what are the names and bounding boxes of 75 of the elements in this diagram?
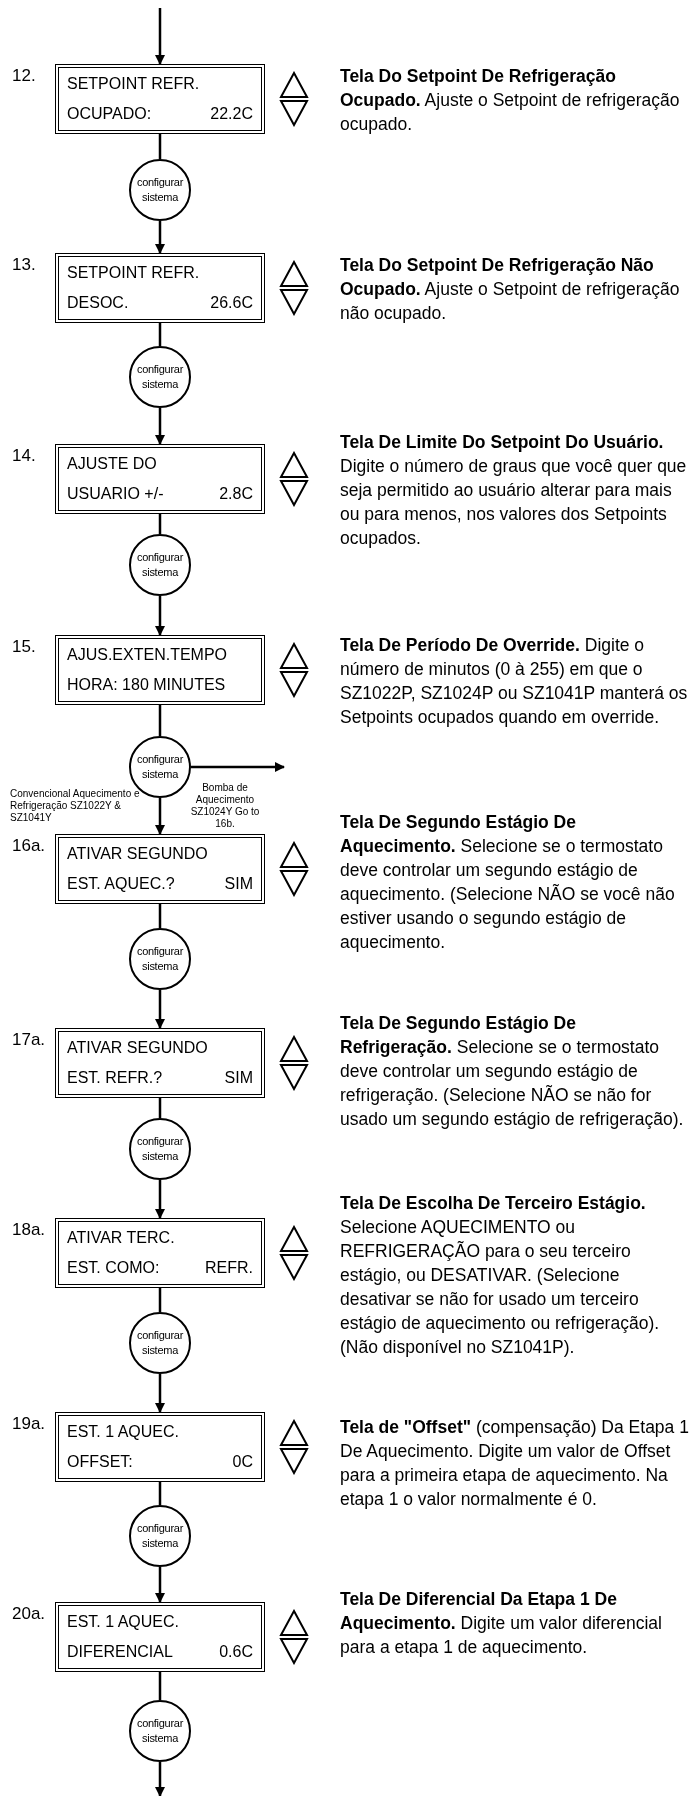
display-line: ATIVAR TERC. — [67, 1228, 176, 1248]
arrow — [155, 8, 165, 65]
arrow — [155, 408, 165, 445]
display-line: 22.2C — [210, 104, 253, 124]
arrow — [155, 1180, 165, 1219]
display-line: DESOC. — [67, 293, 129, 313]
display-line: ATIVAR SEGUNDO — [67, 844, 209, 864]
arrow — [155, 1374, 165, 1413]
arrow — [155, 221, 165, 254]
display-line: OCUPADO: — [67, 104, 152, 124]
edge-label: Bomba de Aquecimento SZ1024Y Go to 16b. — [190, 782, 260, 830]
display-line: 0C — [232, 1452, 253, 1472]
circle-label: configurar sistema — [135, 1328, 185, 1358]
arrow — [155, 596, 165, 636]
edge-label: Convencional Aquecimento e Refrigeração SZ1022Y & SZ1041Y — [10, 788, 140, 824]
display-line: SETPOINT REFR. — [67, 74, 201, 94]
display-screen — [55, 834, 265, 904]
arrow — [155, 1567, 165, 1603]
display-line: 26.6C — [210, 293, 253, 313]
arrow — [191, 762, 285, 772]
display-line: USUARIO +/- — [67, 484, 164, 504]
circle-label: configurar sistema — [135, 752, 185, 782]
step-number: 18a. — [12, 1220, 46, 1240]
display-screen — [55, 1412, 265, 1482]
display-screen — [55, 1602, 265, 1672]
display-screen — [55, 444, 265, 514]
display-line: DIFERENCIAL — [67, 1642, 173, 1662]
step-number: 13. — [12, 255, 36, 275]
step-description: Tela De Segundo Estágio De Aquecimento. Selecione se o termostato deve controlar um segundo estágio de aquecimento. (Selecione NÃO se você não estiver usando o segundo estágio de aquecimento. — [340, 811, 676, 954]
display-line: SIM — [224, 874, 253, 894]
display-line: AJUSTE DO — [67, 454, 158, 474]
step-description: Tela De Limite Do Setpoint Do Usuário. Digite o número de graus que você quer que seja permitido ao usuário alterar para mais ou para menos, nos valores dos Setpoints ocupados. — [340, 431, 688, 550]
arrow — [155, 798, 165, 835]
step-description: Tela De Segundo Estágio De Refrigeração. Selecione se o termostato deve controlar um segundo estágio de refrigeração. (Selecione NÃO se não for usado um segundo estágio de refrigeração). — [340, 1012, 685, 1131]
circle-label: configurar sistema — [135, 1716, 185, 1746]
display-line: REFR. — [205, 1258, 253, 1278]
display-line: AJUS.EXTEN.TEMPO — [67, 645, 229, 665]
circle-label: configurar sistema — [135, 1521, 185, 1551]
display-line: EST. AQUEC.? — [67, 874, 175, 894]
display-line: OFFSET: — [67, 1452, 133, 1472]
display-screen — [55, 1028, 265, 1098]
step-description: Tela de "Offset" (compensação) Da Etapa 1 De Aquecimento. Digite um valor de Offset para a primeira etapa de aquecimento. Na etapa 1 o valor normalmente é 0. — [340, 1416, 689, 1511]
circle-label: configurar sistema — [135, 362, 185, 392]
step-number: 19a. — [12, 1414, 46, 1434]
step-number: 15. — [12, 637, 36, 657]
display-screen — [55, 64, 265, 134]
display-line: EST. 1 AQUEC. — [67, 1422, 181, 1442]
circle-label: configurar sistema — [135, 944, 185, 974]
circle-label: configurar sistema — [135, 1134, 185, 1164]
step-number: 14. — [12, 446, 36, 466]
display-line: 2.8C — [219, 484, 253, 504]
step-description: Tela De Escolha De Terceiro Estágio. Selecione AQUECIMENTO ou REFRIGERAÇÃO para o seu terceiro estágio, ou DESATIVAR. (Selecione desativar se não for usado um terceiro estágio de aquecimento ou refrigeração). (Não disponível no SZ1041P). — [340, 1192, 661, 1359]
display-line: EST. COMO: — [67, 1258, 160, 1278]
step-number: 16a. — [12, 836, 46, 856]
circle-label: configurar sistema — [135, 550, 185, 580]
step-description: Tela Do Setpoint De Refrigeração Não Ocupado. Ajuste o Setpoint de refrigeração não ocupado. — [340, 254, 681, 325]
display-screen — [55, 635, 265, 705]
step-number: 17a. — [12, 1030, 46, 1050]
display-screen — [55, 1218, 265, 1288]
step-description: Tela De Período De Override. Digite o número de minutos (0 à 255) em que o SZ1022P, SZ1024P ou SZ1041P manterá os Setpoints ocupados quando em override. — [340, 634, 689, 729]
display-screen — [55, 253, 265, 323]
display-line: EST. 1 AQUEC. — [67, 1612, 181, 1632]
step-description: Tela Do Setpoint De Refrigeração Ocupado. Ajuste o Setpoint de refrigeração ocupado. — [340, 65, 681, 136]
step-number: 20a. — [12, 1604, 46, 1624]
step-number: 12. — [12, 66, 36, 86]
display-line: SIM — [224, 1068, 253, 1088]
step-description: Tela De Diferencial Da Etapa 1 De Aquecimento. Digite um valor diferencial para a etapa 1 de aquecimento. — [340, 1588, 663, 1659]
display-line: 0.6C — [219, 1642, 253, 1662]
display-line: SETPOINT REFR. — [67, 263, 201, 283]
display-line: EST. REFR.? — [67, 1068, 163, 1088]
display-line: HORA: 180 MINUTES — [67, 675, 226, 695]
circle-label: configurar sistema — [135, 175, 185, 205]
arrow — [155, 990, 165, 1029]
display-line: ATIVAR SEGUNDO — [67, 1038, 209, 1058]
arrow — [155, 1762, 165, 1796]
